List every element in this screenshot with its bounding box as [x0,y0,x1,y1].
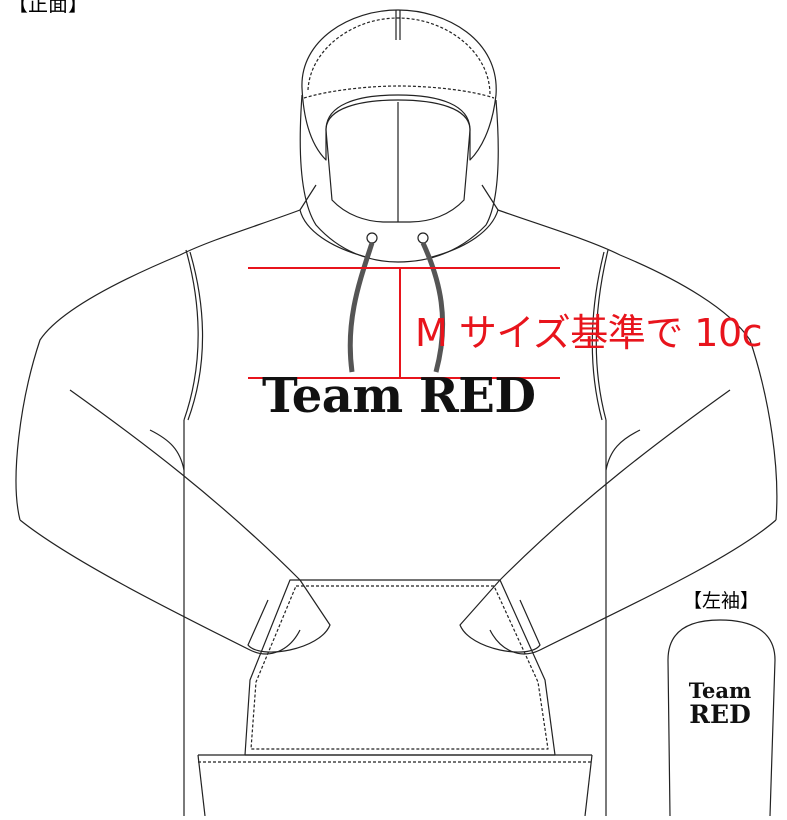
body-right [497,209,778,521]
right-sleeve-outer [489,519,777,655]
left-sleeve-inner [69,389,301,581]
neck-left [299,184,371,259]
armhole-left-2 [187,251,204,421]
hood-left-side [299,94,399,263]
sleeve-view-outline [667,619,776,817]
body-left [15,209,301,521]
front-label: 【正面】 [8,0,88,16]
torso-right-fold [605,429,641,471]
hood-right-side [397,99,499,263]
sleeve-print-line1: Team [688,678,752,703]
hood-stitch [307,17,491,96]
hood-outline [301,9,497,161]
left-sleeve-label: 【左袖】 [683,590,760,612]
pocket [244,579,556,756]
right-sleeve-inner [499,389,731,581]
sleeve-print: Team RED [670,678,770,730]
front-print-text: Team RED [262,368,536,424]
eyelet-right [417,232,429,244]
left-cuff [247,579,331,653]
armhole-right-2 [591,251,605,421]
size-guide [248,267,560,379]
waistband-right [584,754,593,817]
hood-center-seam [395,10,401,40]
drawstring-left [347,242,375,373]
size-guide-text: M サイズ基準で 10c [415,311,763,355]
pocket-stitch [250,585,549,750]
torso-left-fold [149,429,185,471]
waistband-left [197,754,206,817]
drawstring-right [420,241,446,373]
armhole-left [183,249,199,421]
sleeve-print-line2: RED [689,700,751,730]
hood-inner [325,99,471,223]
left-sleeve-outer [19,519,301,655]
hood-rim-stitch [303,85,495,99]
neck-right [427,184,499,259]
right-cuff [459,579,541,653]
armhole-right [595,249,609,421]
eyelet-left [366,232,378,244]
